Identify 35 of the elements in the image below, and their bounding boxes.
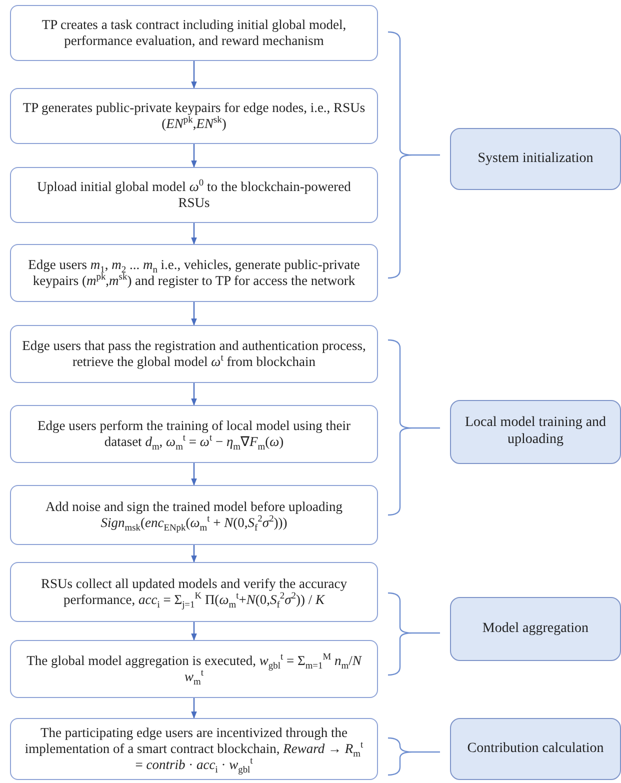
process-box	[10, 88, 378, 144]
arrow	[191, 545, 197, 563]
process-box	[10, 167, 378, 223]
process-box	[10, 405, 378, 463]
phase-label: Model aggregation	[482, 620, 589, 638]
phase-box	[450, 128, 621, 190]
process-box	[10, 485, 378, 545]
step-text: RSUs collect all updated models and verify the accuracy performance, acc$_{i}$ = Σ$_{j=1}$$^{K}$ Π(ω$_{m}$$^{t}$+N(0,S$_{f}$$^{2}$σ$^{2}$)) / K	[40, 576, 348, 608]
arrow	[191, 223, 197, 245]
step-text: Edge users m$_{1}$, m$_{2}$ ... m$_{n}$ i.e., vehicles, generate public-private keypairs (m$^{pk}$,m$^{sk}$) and register to TP for access the network	[27, 256, 361, 290]
process-box	[10, 5, 378, 61]
step-text: Edge users perform the training of local model using their dataset d$_{m}$, ω$_{m}$$^{t}$ = ω$^{t}$ − η$_{m}$∇F$_{m}$(ω)	[36, 418, 352, 450]
process-box	[10, 325, 378, 383]
step-text: TP creates a task contract including initial global model, performance evaluation, and reward mechanism	[40, 16, 348, 50]
process-box	[10, 244, 378, 302]
arrow	[191, 463, 197, 486]
arrow	[191, 302, 197, 326]
phase-box	[450, 597, 621, 661]
process-box	[10, 718, 378, 780]
arrow	[191, 144, 197, 168]
arrow	[191, 383, 197, 406]
arrow	[191, 698, 197, 719]
step-text: Edge users that pass the registration and authentication process, retrieve the global model ω$^{t}$ from blockchain	[21, 338, 367, 370]
phase-label: System initialization	[478, 150, 594, 168]
step-text: Add noise and sign the trained model before uploading Sign$_{msk}$(enc$_{ENpk}$(ω$_{m}$$^{t}$ + N(0,S$_{f}$$^{2}$σ$^{2}$)))	[44, 498, 344, 532]
phase-label: Contribution calculation	[467, 740, 604, 758]
phase-box	[450, 718, 621, 780]
phase-box	[450, 400, 621, 464]
process-box	[10, 640, 378, 698]
phase-label: Local model training and uploading	[464, 415, 608, 449]
step-text: TP generates public-private keypairs for edge nodes, i.e., RSUs (EN$^{pk}$,EN$^{sk}$)	[22, 100, 366, 132]
process-box	[10, 562, 378, 622]
arrow	[191, 622, 197, 641]
arrow	[191, 61, 197, 89]
step-text: Upload initial global model ω$^{0}$ to the blockchain-powered RSUs	[36, 178, 352, 212]
